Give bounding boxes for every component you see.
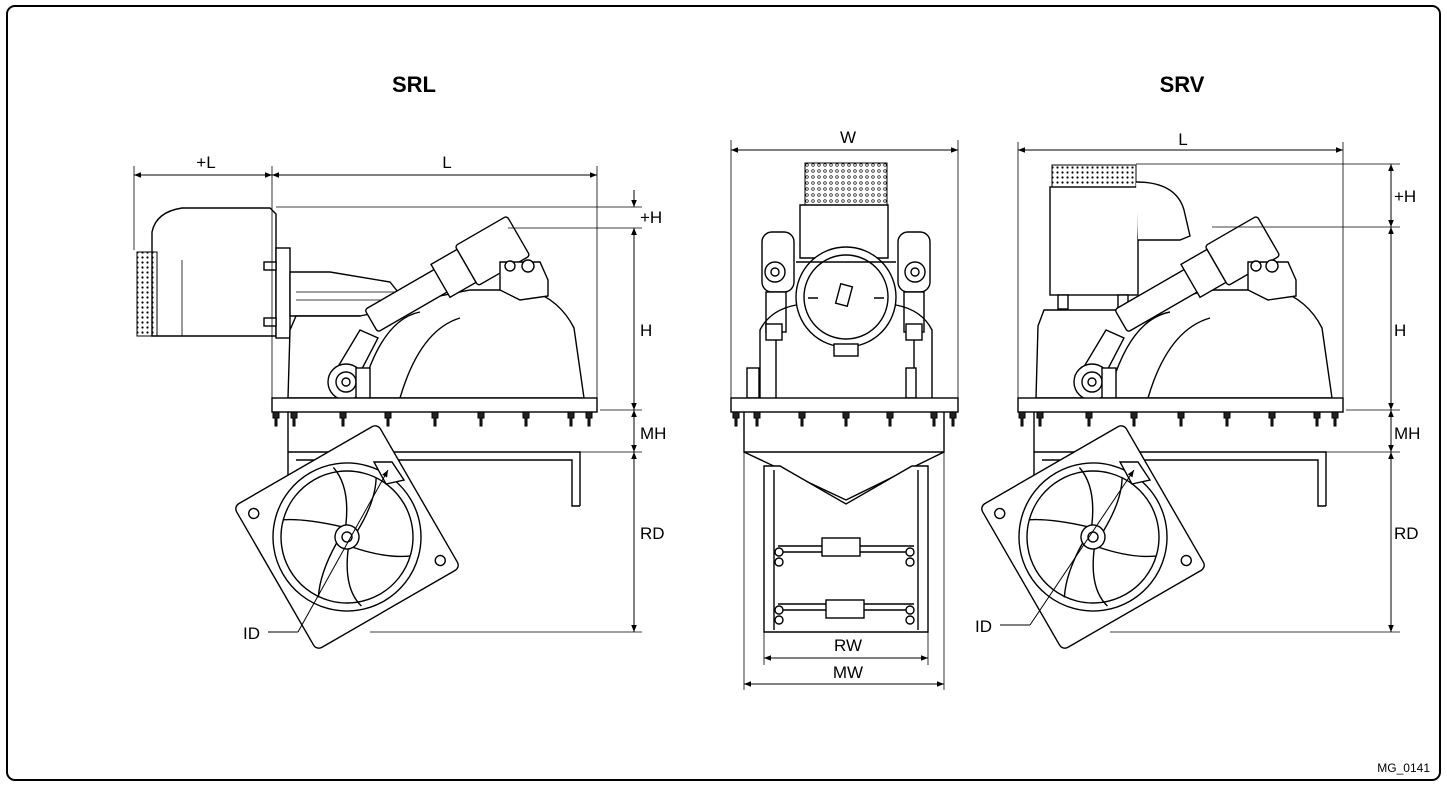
srl-bolts <box>272 411 593 427</box>
label-srv-l: L <box>1178 130 1187 149</box>
srv-view <box>981 164 1344 649</box>
label-srl-id: ID <box>243 624 260 643</box>
label-srl-h: H <box>640 321 652 340</box>
front-motor-grill <box>804 162 888 206</box>
srl-flange <box>271 397 598 413</box>
front-view <box>730 162 959 633</box>
srv-dimensions <box>1000 142 1400 633</box>
drawing-code: MG_0141 <box>1377 761 1430 775</box>
label-mw: MW <box>833 663 863 682</box>
srv-motor-grill <box>1051 164 1137 188</box>
srv-bolts <box>1018 411 1339 427</box>
label-srl-rd: RD <box>640 524 665 543</box>
label-srv-plus-h: +H <box>1394 187 1416 206</box>
front-left-actuator <box>746 231 795 399</box>
title-srl: SRL <box>392 72 436 97</box>
label-srl-plus-l: +L <box>196 153 215 172</box>
front-dimensions <box>730 140 959 690</box>
srl-dimensions <box>133 166 642 633</box>
label-srv-h: H <box>1394 321 1406 340</box>
label-srl-mh: MH <box>640 424 666 443</box>
srv-flange <box>1017 397 1344 413</box>
srl-view <box>136 207 598 649</box>
srl-motor-housing <box>151 207 277 337</box>
front-bolts <box>732 411 957 427</box>
srl-motor-grill <box>136 251 158 337</box>
title-srv: SRV <box>1160 72 1205 97</box>
label-srv-rd: RD <box>1394 524 1419 543</box>
label-srv-id: ID <box>975 617 992 636</box>
label-srv-mh: MH <box>1394 424 1420 443</box>
label-srl-plus-h: +H <box>640 208 662 227</box>
label-rw: RW <box>834 636 862 655</box>
front-right-actuator <box>897 231 931 399</box>
label-w: W <box>840 128 856 147</box>
label-srl-l: L <box>442 153 451 172</box>
srv-motor <box>1049 186 1139 296</box>
drawing-border <box>6 5 1441 781</box>
front-flange <box>730 397 959 413</box>
